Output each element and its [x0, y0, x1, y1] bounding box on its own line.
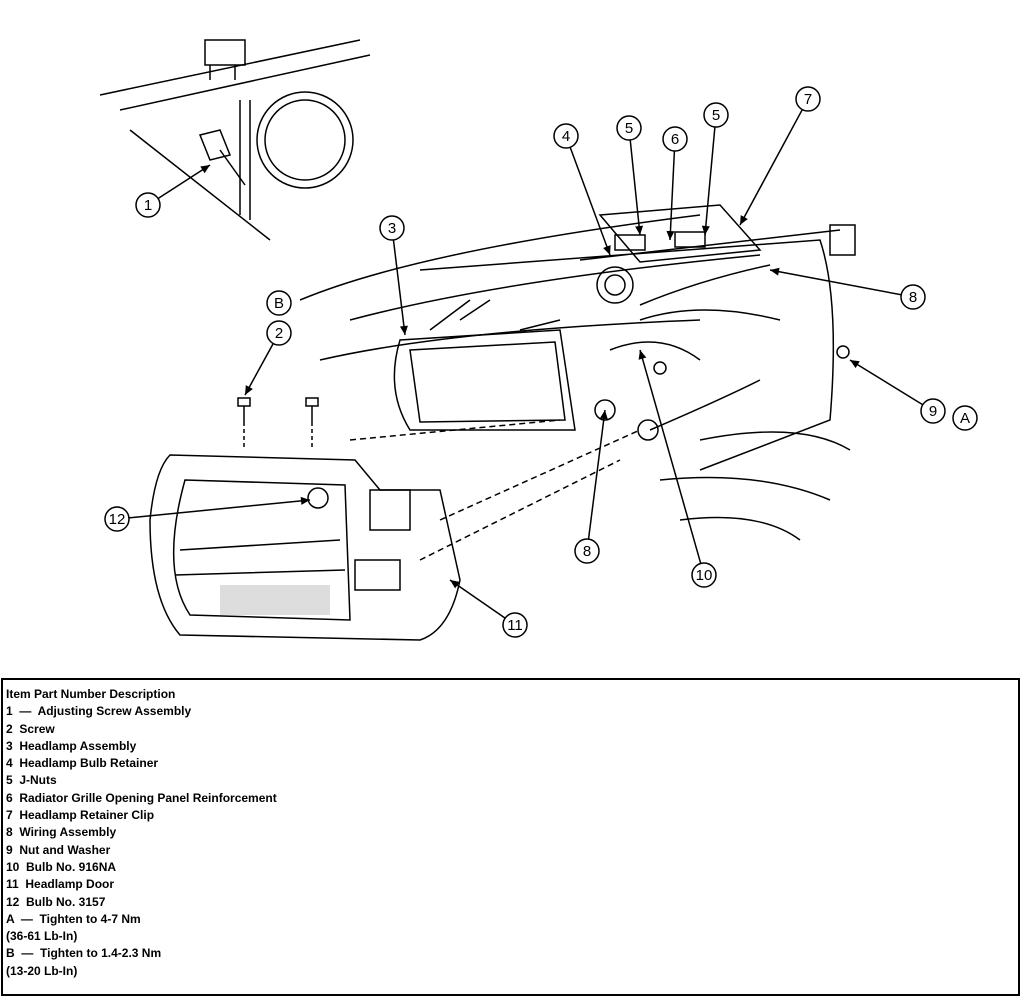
callout-label: 4 [562, 128, 570, 145]
callout-B: B [266, 290, 292, 316]
arrowhead [701, 225, 710, 235]
leader-arrow [449, 579, 506, 619]
leader-arrow [849, 359, 924, 406]
leader-arrow [244, 343, 274, 396]
legend-item: B — Tighten to 1.4-2.3 Nm [6, 946, 162, 961]
parts-legend: Item Part Number Description 1 — Adjustin… [1, 678, 1020, 996]
callout-circle [266, 290, 292, 316]
legend-item: 5 J-Nuts [6, 773, 57, 788]
leader-arrow [629, 139, 641, 236]
callout-3: 3 [379, 215, 408, 336]
arrowhead [635, 225, 644, 235]
callout-label: 7 [804, 91, 812, 108]
callout-label: 8 [909, 289, 917, 306]
legend-item: 8 Wiring Assembly [6, 825, 117, 840]
legend-header: Item Part Number Description [6, 687, 176, 701]
leader-arrow [669, 150, 676, 241]
callout-label: 12 [109, 511, 126, 528]
leader-arrow [392, 239, 406, 336]
arrowhead [200, 165, 210, 174]
callout-label: A [960, 410, 970, 427]
callout-label: 9 [929, 403, 937, 420]
callout-label: 6 [671, 131, 679, 148]
callout-circle [574, 538, 600, 564]
arrowhead [850, 360, 860, 369]
callout-circle [952, 405, 978, 431]
legend-item: 11 Headlamp Door [6, 877, 115, 892]
callout-label: 1 [144, 197, 152, 214]
callout-label: 2 [275, 325, 283, 342]
leader-arrow [587, 409, 606, 540]
callout-circle [502, 612, 528, 638]
callout-circle [266, 320, 292, 346]
arrowhead [770, 267, 780, 276]
legend-item: (36-61 Lb-In) [6, 929, 78, 944]
legend-item: 3 Headlamp Assembly [6, 738, 137, 753]
callout-8: 8 [574, 409, 608, 564]
callout-12: 12 [104, 496, 311, 532]
callout-circle [900, 284, 926, 310]
callout-circle [795, 86, 821, 112]
callout-11: 11 [449, 579, 528, 638]
arrowhead [399, 325, 408, 335]
callout-label: B [274, 295, 284, 312]
legend-item: 9 Nut and Washer [6, 842, 111, 857]
callout-A: A [952, 405, 978, 431]
legend-item: 7 Headlamp Retainer Clip [6, 808, 155, 823]
callout-circle [379, 215, 405, 241]
callout-circle [920, 398, 946, 424]
callout-4: 4 [553, 123, 611, 256]
arrowhead [599, 410, 608, 420]
callout-circle [553, 123, 579, 149]
callout-label: 10 [696, 567, 713, 584]
callout-7: 7 [739, 86, 821, 226]
callout-circle [703, 102, 729, 128]
leader-arrow [128, 499, 311, 519]
callout-circle [616, 115, 642, 141]
callout-circle [104, 506, 130, 532]
callout-5: 5 [616, 115, 644, 236]
legend-item: (13-20 Lb-In) [6, 963, 78, 978]
diagram-drawing [99, 39, 856, 641]
arrowhead [603, 245, 611, 255]
legend-item: 4 Headlamp Bulb Retainer [6, 756, 159, 771]
callout-2: 2 [244, 320, 292, 396]
headlamp-exploded-diagram: 1B 2 3 4 5 6 5 7 8 9 A 12 8 10 11 [99, 39, 978, 641]
legend-item: 12 Bulb No. 3157 [6, 894, 106, 909]
callout-circle [135, 192, 161, 218]
callout-circle [662, 126, 688, 152]
arrowhead [638, 350, 647, 360]
legend-item: 1 — Adjusting Screw Assembly [6, 704, 192, 719]
callout-label: 8 [583, 543, 591, 560]
leader-arrow [569, 146, 611, 256]
arrowhead [300, 496, 310, 505]
legend-item: A — Tighten to 4-7 Nm [6, 911, 141, 926]
leader-arrow [704, 126, 716, 236]
callout-6: 6 [662, 126, 688, 241]
callout-1: 1 [135, 164, 211, 218]
callout-label: 5 [712, 107, 720, 124]
callout-5: 5 [701, 102, 729, 236]
legend-item: 6 Radiator Grille Opening Panel Reinforc… [6, 790, 277, 805]
callout-label: 3 [388, 220, 396, 237]
arrowhead [740, 215, 748, 225]
legend-item: 2 Screw [6, 721, 55, 736]
callout-label: 11 [507, 617, 523, 634]
callout-label: 5 [625, 120, 633, 137]
leader-arrow [157, 164, 211, 200]
callout-circle [691, 562, 717, 588]
callout-9: 9 [849, 359, 946, 424]
arrowhead [450, 580, 460, 589]
leader-arrow [739, 109, 803, 226]
legend-item: 10 Bulb No. 916NA [6, 859, 117, 874]
leader-arrow [639, 349, 702, 564]
arrowhead [245, 385, 253, 395]
arrowhead [666, 230, 675, 240]
callout-8: 8 [769, 267, 926, 310]
leader-arrow [769, 269, 902, 296]
callout-10: 10 [638, 349, 717, 588]
